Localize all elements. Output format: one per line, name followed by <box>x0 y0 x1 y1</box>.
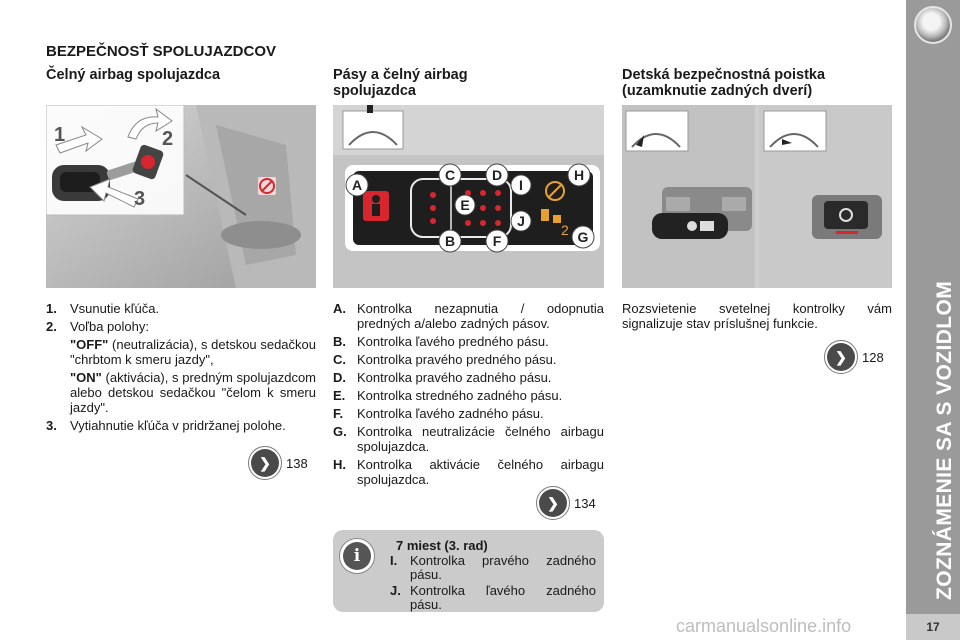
section-title-child-lock: Detská bezpečnostná poistka (uzamknutie … <box>622 67 826 99</box>
chapter-ring-icon <box>914 6 952 44</box>
info-box: i 7 miest (3. rad) I.Kontrolka pravého z… <box>333 530 604 612</box>
panel-label-d: D <box>492 167 502 183</box>
list-item: D.Kontrolka pravého zadného pásu. <box>333 370 552 385</box>
panel-label-e: E <box>460 197 469 213</box>
info-list: I.Kontrolka pravého zadného pásu. J.Kont… <box>390 554 596 614</box>
panel-label-a: A <box>352 177 362 193</box>
belt-indicator-photo: 2 A B C D E F G H I J <box>333 105 604 288</box>
child-lock-text: Rozsvietenie svetelnej kontrolky vám sig… <box>622 301 892 331</box>
photo-label-3: 3 <box>134 188 145 210</box>
option-off: "OFF" (neutralizácia), s detskou sedačko… <box>70 337 316 367</box>
list-item: E.Kontrolka stredného zadného pásu. <box>333 388 563 403</box>
list-item: B.Kontrolka ľavého predného pásu. <box>333 334 549 349</box>
airbag-steps-list: 1. Vsunutie kľúča. 2. Voľba polohy: "OFF… <box>46 301 316 436</box>
page-ref-link[interactable]: ❯ 134 <box>536 486 596 520</box>
info-icon: i <box>339 538 375 574</box>
airbag-switch-photo: 1 2 3 <box>46 105 316 288</box>
list-item: F.Kontrolka ľavého zadného pásu. <box>333 406 544 421</box>
panel-label-h: H <box>574 167 584 183</box>
photo-label-1: 1 <box>54 124 65 146</box>
list-item: 3. Vytiahnutie kľúča v pridržanej polohe… <box>46 418 286 433</box>
panel-label-i: I <box>519 177 523 193</box>
option-on: "ON" (aktivácia), s predným spolujazdcom… <box>70 370 316 415</box>
chapter-sidebar: ZOZNÁMENIE SA S VOZIDLOM <box>906 0 960 640</box>
panel-label-f: F <box>493 233 502 249</box>
page-title: BEZPEČNOSŤ SPOLUJAZDCOV <box>46 43 277 60</box>
arrow-right-icon: ❯ <box>536 486 570 520</box>
list-item: H.Kontrolka aktivácie čelného airbagu sp… <box>333 457 604 487</box>
chapter-title: ZOZNÁMENIE SA S VOZIDLOM <box>933 280 956 600</box>
panel-label-g: G <box>578 229 589 245</box>
section-title-belts: Pásy a čelný airbag spolujazdca <box>333 67 468 99</box>
list-item: I.Kontrolka pravého zadného pásu. <box>390 553 596 582</box>
page-ref-link[interactable]: ❯ 138 <box>248 446 308 480</box>
page-number: 17 <box>906 614 960 640</box>
list-item: G.Kontrolka neutralizácie čelného airbag… <box>333 424 604 454</box>
list-item: A.Kontrolka nezapnutia / odopnutia predn… <box>333 301 604 331</box>
list-item: J.Kontrolka ľavého zadného pásu. <box>390 583 596 612</box>
photo-label-2: 2 <box>162 128 173 150</box>
list-item: 1. Vsunutie kľúča. <box>46 301 160 316</box>
arrow-right-icon: ❯ <box>824 340 858 374</box>
airbag-off-digit: 2 <box>561 222 569 238</box>
panel-label-b: B <box>445 233 455 249</box>
watermark: carmanualsonline.info <box>676 616 852 636</box>
section-title-airbag: Čelný airbag spolujazdca <box>46 67 221 83</box>
child-lock-photo <box>622 105 892 288</box>
arrow-right-icon: ❯ <box>248 446 282 480</box>
page-ref-link[interactable]: ❯ 128 <box>824 340 884 374</box>
panel-label-j: J <box>517 213 525 229</box>
belt-indicator-list: A.Kontrolka nezapnutia / odopnutia predn… <box>333 301 604 490</box>
list-item: 2. Voľba polohy: <box>46 319 149 334</box>
list-item: C.Kontrolka pravého predného pásu. <box>333 352 557 367</box>
panel-label-c: C <box>445 167 455 183</box>
info-title: 7 miest (3. rad) <box>396 538 488 553</box>
